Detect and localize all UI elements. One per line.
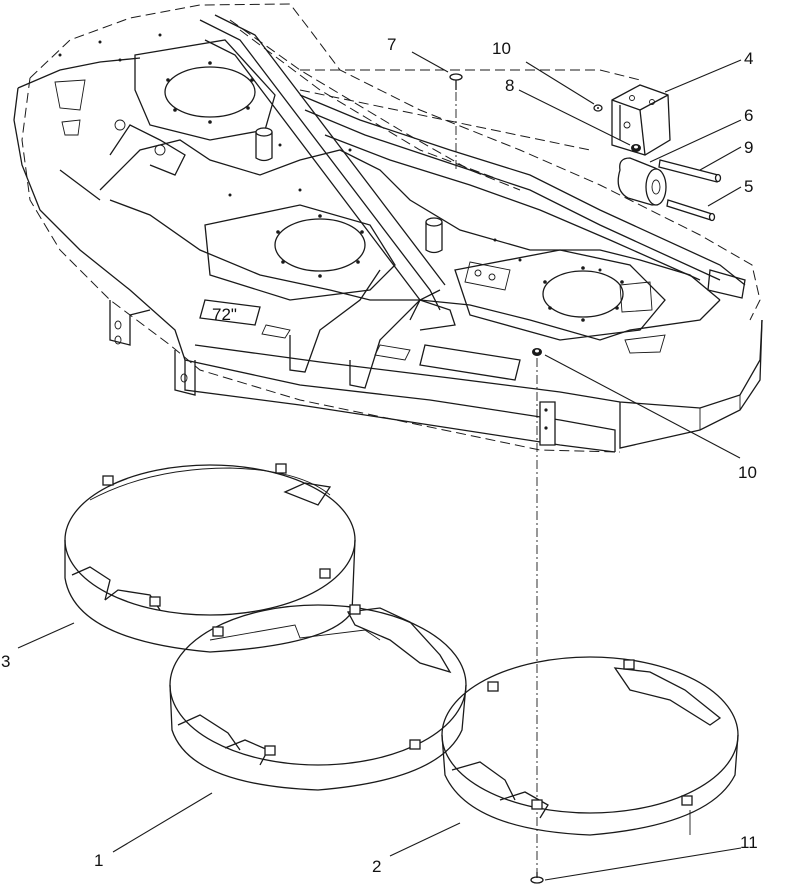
pin-part-5 — [666, 199, 716, 222]
screw-part-11 — [530, 872, 544, 884]
baffle-part-3 — [64, 463, 356, 653]
mower-deck — [13, 3, 763, 453]
washer-part-10-top — [593, 104, 603, 112]
callout-1: 1 — [94, 851, 103, 870]
leader-lines — [17, 51, 742, 881]
callout-8: 8 — [505, 76, 514, 95]
bracket-part-4 — [611, 84, 671, 156]
callout-4: 4 — [744, 49, 753, 68]
callout-9: 9 — [744, 138, 753, 157]
callout-6: 6 — [744, 106, 753, 125]
callout-10-top: 10 — [492, 39, 511, 58]
callout-2: 2 — [372, 857, 381, 876]
deck-size-decal: 72" — [212, 305, 237, 324]
callout-7: 7 — [387, 35, 396, 54]
baffle-part-1 — [169, 604, 467, 791]
callout-11: 11 — [740, 833, 758, 852]
nut-part-8 — [631, 144, 641, 152]
shaft-part-9 — [658, 159, 722, 183]
bolt-part-7 — [449, 73, 463, 90]
baffle-part-2 — [441, 656, 739, 836]
roller-part-6 — [617, 157, 667, 206]
nut-part-10-lower — [532, 348, 542, 356]
idler-post-left — [255, 127, 273, 162]
idler-post-right — [425, 217, 443, 254]
callout-10-lower: 10 — [738, 463, 757, 482]
callout-3: 3 — [1, 652, 10, 671]
callout-5: 5 — [744, 177, 753, 196]
